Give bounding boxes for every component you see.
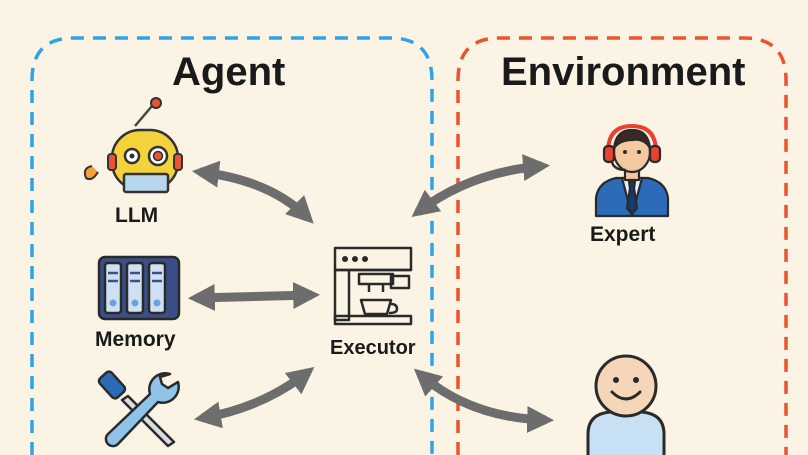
executor-label: Executor xyxy=(330,337,416,359)
robot-icon xyxy=(83,97,183,194)
arrow-executor-expert xyxy=(411,154,551,217)
tools-icon xyxy=(97,370,180,448)
expert-label: Expert xyxy=(590,223,656,246)
llm-label: LLM xyxy=(115,204,159,227)
expert-headset-icon xyxy=(594,124,670,218)
agent-title: Agent xyxy=(172,50,286,94)
arrow-llm-executor xyxy=(191,160,314,224)
memory-label: Memory xyxy=(95,328,176,351)
arrow-tools-executor xyxy=(194,367,315,429)
user-smiley-icon xyxy=(586,354,666,455)
arrow-memory-executor xyxy=(187,281,321,312)
coffee-machine-icon xyxy=(333,246,413,326)
server-racks-icon xyxy=(97,255,181,321)
environment-title: Environment xyxy=(501,50,746,94)
arrow-executor-user xyxy=(413,368,555,433)
